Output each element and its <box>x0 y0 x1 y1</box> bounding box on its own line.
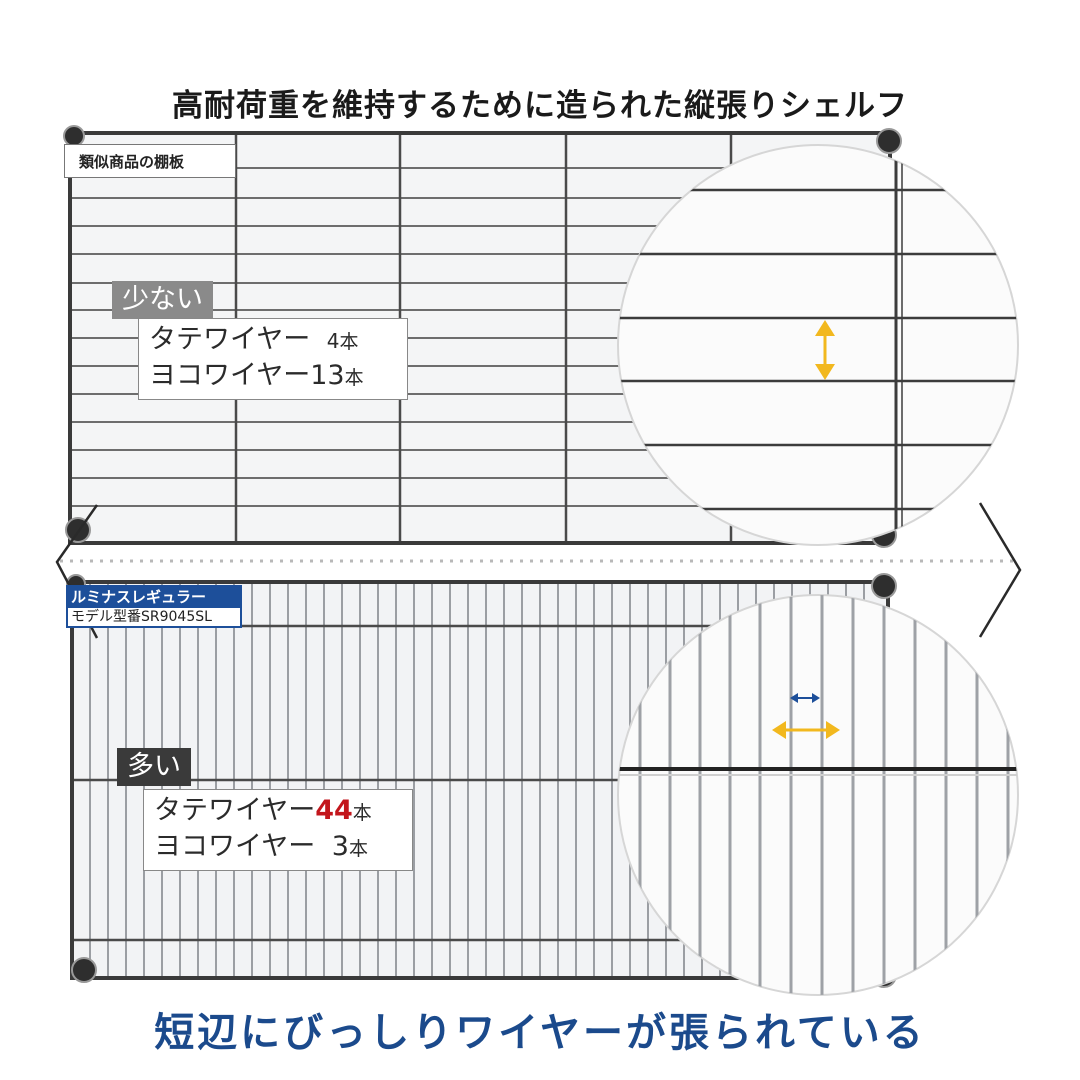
vertical-wire-count: 4 <box>326 329 340 353</box>
top-shelf-wire-count-box: タテワイヤー 4本 ヨコワイヤー13本 <box>138 318 408 400</box>
model-number: モデル型番SR9045SL <box>68 608 240 626</box>
few-tag: 少ない <box>112 281 213 319</box>
footer-tagline: 短辺にびっしりワイヤーが張られている <box>154 1010 926 1056</box>
horizontal-double-arrow-small-icon <box>790 693 820 703</box>
vertical-wire-count: 44 <box>315 795 353 826</box>
horizontal-wire-count: 13 <box>310 360 345 391</box>
horizontal-wire-count: 3 <box>331 831 349 862</box>
bottom-shelf-wire-count-box: タテワイヤー44本 ヨコワイヤー 3本 <box>143 789 413 871</box>
brand-name: ルミナスレギュラー <box>71 588 207 606</box>
vertical-wire-row: タテワイヤー 4本 <box>149 324 359 355</box>
page-title: 高耐荷重を維持するために造られた縦張りシェルフ <box>172 88 908 124</box>
next-slide-button[interactable] <box>975 500 1030 640</box>
vertical-wire-row: タテワイヤー44本 <box>154 795 372 826</box>
horizontal-wire-row: ヨコワイヤー13本 <box>149 360 364 391</box>
horizontal-double-arrow-large-icon <box>772 721 840 739</box>
top-zoom-lens <box>617 144 1019 546</box>
many-tag: 多い <box>117 748 191 786</box>
horizontal-wire-row: ヨコワイヤー 3本 <box>154 831 368 862</box>
brand-badge: ルミナスレギュラー モデル型番SR9045SL <box>66 585 242 628</box>
chevron-right-icon <box>978 502 1022 638</box>
top-shelf-caption: 類似商品の棚板 <box>64 144 236 178</box>
vertical-double-arrow-icon <box>815 320 835 380</box>
